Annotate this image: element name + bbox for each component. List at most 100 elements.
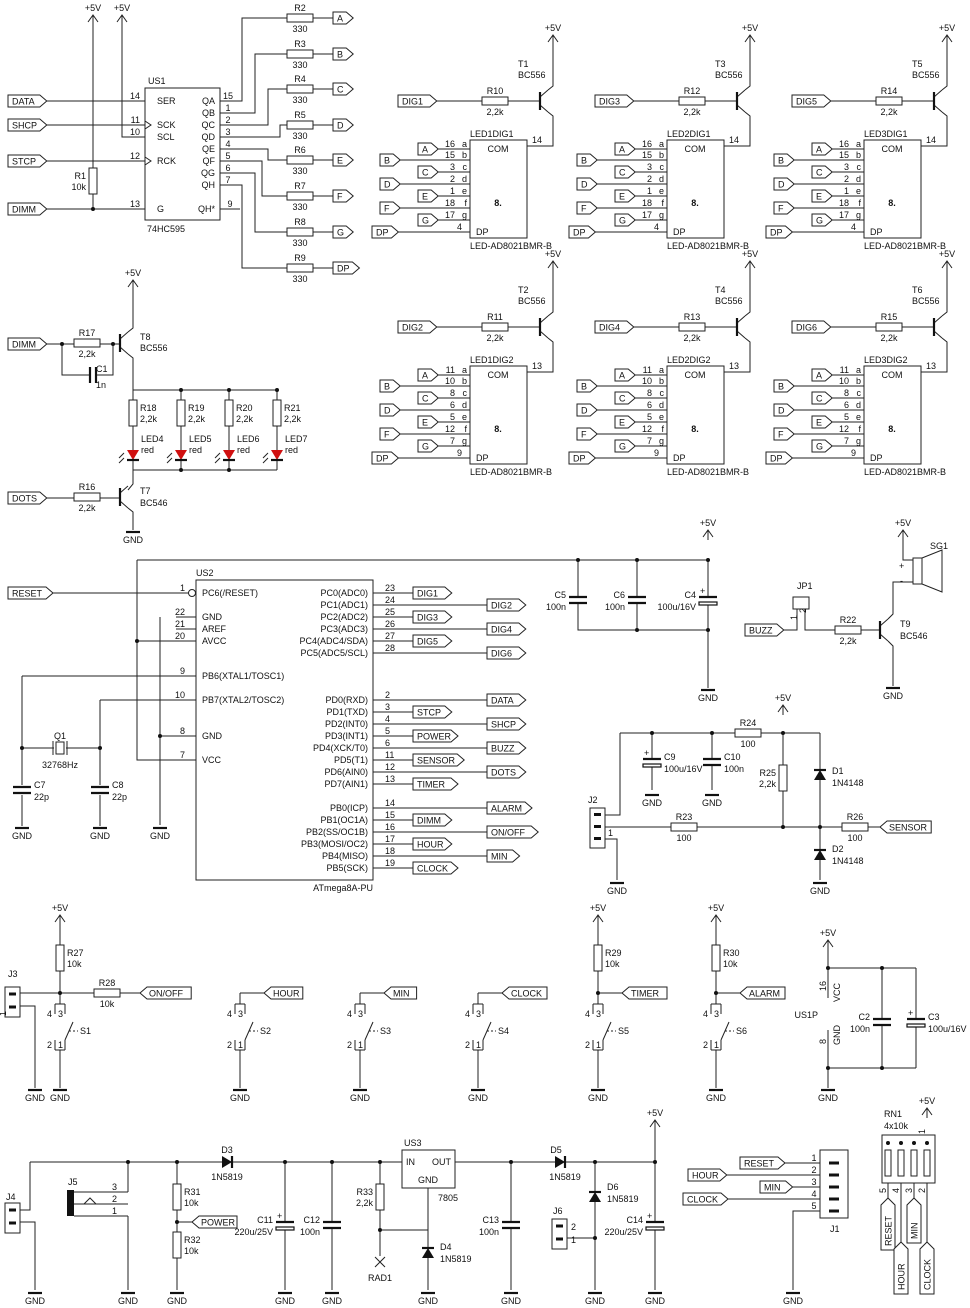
net-flag (412, 705, 453, 719)
net-flag (7, 586, 54, 600)
junction-dot (20, 746, 24, 750)
pin-number: 11 (131, 115, 140, 125)
pin-name: QH (202, 180, 216, 190)
resistor-value: 10k (605, 959, 620, 969)
net-flag (412, 753, 465, 767)
net-flag-label: D (384, 406, 391, 416)
capacitor-plate (645, 1226, 665, 1231)
diode-ref: D1 (832, 766, 844, 776)
pin-name: QE (202, 144, 215, 154)
pin-name: PD1(TXD) (326, 707, 368, 717)
vcc-arrow-icon (941, 260, 953, 269)
wire (736, 315, 746, 324)
net-flag-label: A (422, 371, 428, 381)
pin-number: 3 (714, 1009, 719, 1019)
wire (547, 271, 554, 317)
net-flag (417, 213, 439, 227)
pin-number: 4 (891, 1188, 901, 1193)
segment-letter: d (462, 174, 467, 184)
pin-number: 15 (642, 150, 652, 160)
capacitor-value: 220u/25V (234, 1227, 273, 1237)
seven-segment-display (666, 365, 725, 465)
switch-ref: S4 (498, 1026, 509, 1036)
net-flag-label: C (422, 168, 429, 178)
crystal-ref: Q1 (54, 731, 66, 741)
net-flag (576, 379, 598, 393)
segment-letter: d (856, 400, 861, 410)
transistor-part: BC556 (912, 70, 940, 80)
vcc-arrow-icon (127, 279, 139, 288)
net-flag-label: DIG4 (491, 625, 512, 635)
wire (887, 581, 913, 620)
switch-ref: S1 (80, 1026, 91, 1036)
display-part: LED-AD8021BMR-B (470, 241, 552, 251)
net-flag-label: MIN (910, 1223, 920, 1240)
display-name: LED3DIG2 (864, 355, 908, 365)
transistor-ref: T6 (912, 285, 923, 295)
wire (127, 290, 134, 333)
pin-number: 4 (585, 1009, 590, 1019)
header-pin (829, 1197, 839, 1201)
resistor-value: 100 (847, 833, 862, 843)
pin-number: 1 (917, 1129, 927, 1134)
segment-letter: d (659, 174, 664, 184)
pin-number: 2 (225, 115, 230, 125)
junction-dot (596, 991, 600, 995)
pin-number: 2 (647, 174, 652, 184)
resistor (286, 263, 314, 273)
capacitor-value: 1n (96, 380, 106, 390)
pin-name: PD6(AIN0) (324, 767, 368, 777)
pin-number: 21 (175, 619, 185, 629)
pin-number: 17 (385, 834, 395, 844)
net-flag-label: D (581, 180, 588, 190)
transistor-ref: T4 (715, 285, 726, 295)
net-flag-label: DIG5 (796, 97, 817, 107)
header-pin (829, 1161, 839, 1165)
capacitor-ref: C12 (303, 1215, 320, 1225)
net-flag (486, 825, 539, 839)
gnd-label: GND (118, 1296, 139, 1306)
resistor-ref: R30 (723, 948, 740, 958)
us3-part: 7805 (438, 1193, 458, 1203)
net-flag (383, 986, 418, 1000)
transistor-part: BC556 (518, 70, 546, 80)
pin-number: 15 (385, 810, 395, 820)
resistor-ref: R23 (676, 812, 693, 822)
net-flag (332, 82, 354, 96)
pin-number: 16 (818, 981, 828, 991)
pin-number: 4 (347, 1009, 352, 1019)
pin-number: 4 (851, 222, 856, 232)
pin-number: 16 (445, 139, 455, 149)
wire (724, 111, 751, 147)
gnd-label: GND (167, 1296, 188, 1306)
seven-segment-display (863, 365, 922, 465)
capacitor-value: 100n (300, 1227, 320, 1237)
digit-glyph: 8. (888, 198, 896, 208)
pin-number: 8 (450, 388, 455, 398)
connector-ref: J5 (68, 1177, 78, 1187)
resistor (734, 728, 762, 738)
display-part: LED-AD8021BMR-B (667, 467, 749, 477)
net-flag (263, 986, 304, 1000)
pin-number: 2 (112, 1194, 117, 1204)
segment-letter: b (856, 376, 861, 386)
net-flag-label: POWER (201, 1218, 236, 1228)
segment-letter: f (858, 198, 861, 208)
gnd-label: GND (642, 798, 663, 808)
junction-dot (826, 966, 830, 970)
segment-letter: e (659, 186, 664, 196)
polarity-mark: + (647, 1211, 652, 1221)
capacitor-ref: C3 (928, 1012, 940, 1022)
pin-name: PD7(AIN1) (324, 779, 368, 789)
pin-number: 2 (47, 1040, 52, 1050)
pin-number: 4 (465, 1009, 470, 1019)
net-flag (811, 391, 833, 405)
net-flag-label: F (384, 430, 390, 440)
connector-j1 (819, 1149, 849, 1219)
net-flag (576, 153, 598, 167)
diode-icon (555, 1156, 565, 1168)
pin-number: 11 (643, 365, 652, 375)
gnd-label: GND (698, 693, 719, 703)
capacitor-value: 100u/16V (664, 764, 703, 774)
transistor-part: BC546 (140, 498, 168, 508)
